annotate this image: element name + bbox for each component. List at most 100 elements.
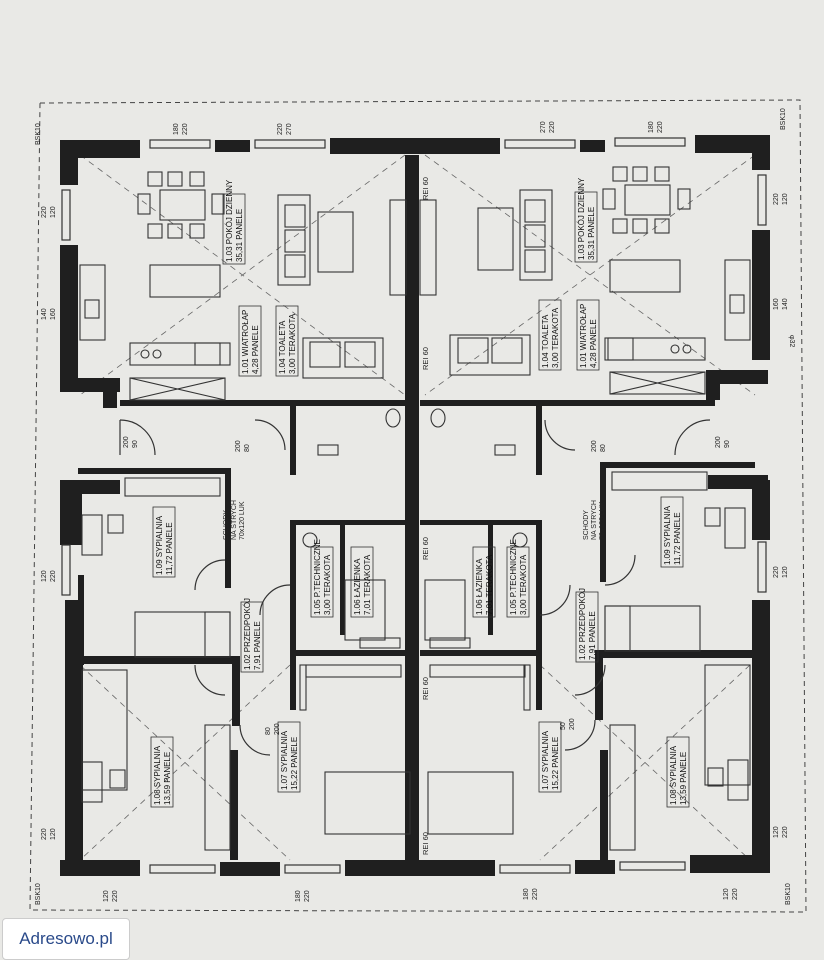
room-label-frame <box>238 305 262 377</box>
room-name: 1.04 TOALETA <box>278 320 287 374</box>
rei-label: REI 60 <box>421 677 430 700</box>
plot-boundary <box>29 99 807 913</box>
room-area: 11,72 PANELE <box>165 522 174 575</box>
living-furniture-left <box>149 194 407 379</box>
room-name: 1.07 SYPIALNIA <box>280 730 289 790</box>
room-label-frame <box>277 721 301 793</box>
room-area: 7,01 TERAKOTA <box>363 554 372 615</box>
room-area: 11,72 PANELE <box>673 512 682 565</box>
room-label-frame <box>240 601 264 673</box>
room-area: 15,22 PANELE <box>551 737 560 790</box>
room-label-frame <box>660 496 684 568</box>
attic-hatch-right: SCHODYNA STRYCH70x120 LUK <box>583 500 606 540</box>
room-name: 1.01 WIATROŁAP <box>579 304 588 368</box>
room-label-frame <box>666 736 690 808</box>
exterior-walls <box>60 135 770 876</box>
room-area: 35,31 PANELE <box>235 209 244 262</box>
room-area: 7,01 TERAKOTA <box>485 554 494 615</box>
rei-label: REI 60 <box>421 177 430 200</box>
bsk-label: BSK10 <box>780 108 787 130</box>
room-name: 1.05 P.TECHNICZNE <box>509 539 518 615</box>
room-name: 1.03 POKÓJ DZIENNY <box>577 177 586 260</box>
room-label-frame <box>152 506 176 578</box>
closets <box>124 471 708 851</box>
room-name: 1.06 ŁAZIENKA <box>475 558 484 615</box>
room-label-frame <box>310 546 334 618</box>
room-area: 35,31 PANELE <box>587 207 596 260</box>
kitchen-right <box>604 259 751 361</box>
room-name: 1.06 ŁAZIENKA <box>353 558 362 615</box>
room-name: 1.04 TOALETA <box>541 314 550 368</box>
room-name: 1.01 WIATROŁAP <box>241 310 250 374</box>
watermark-badge[interactable]: Adresowo.pl <box>2 918 130 960</box>
room-name: 1.09 SYPIALNIA <box>663 505 672 565</box>
room-area: 3,00 TERAKOTA <box>519 554 528 615</box>
roof-diagonals <box>79 154 756 861</box>
room-label-frame <box>472 546 496 618</box>
desks <box>81 507 749 803</box>
room-area: 4,28 PANELE <box>589 319 598 368</box>
beds <box>81 605 751 835</box>
room-name: 1.02 PRZEDPOKÓJ <box>578 588 587 660</box>
room-label-frame <box>150 736 174 808</box>
party-wall <box>405 155 419 860</box>
room-name: 1.05 P.TECHNICZNE <box>313 539 322 615</box>
kitchen-left <box>79 264 231 366</box>
room-area: 15,22 PANELE <box>290 737 299 790</box>
room-label-frame <box>576 299 600 371</box>
living-furniture-right <box>419 189 681 376</box>
wardrobe-right <box>609 371 706 395</box>
rei-label: REI 60 <box>421 347 430 370</box>
room-name: 1.03 POKÓJ DZIENNY <box>225 179 234 262</box>
room-area: 7,91 PANELE <box>253 621 262 670</box>
attic-hatch-left: SCHODYNA STRYCH70x120 LUK <box>223 500 246 540</box>
phi32-label: φ32 <box>788 335 795 347</box>
rei-label: REI 60 <box>421 832 430 855</box>
bathroom-fixtures <box>302 408 528 649</box>
room-area: 3,00 TERAKOTA <box>551 307 560 368</box>
bsk-label: BSK10 <box>785 883 792 905</box>
room-area: 3,00 TERAKOTA <box>323 554 332 615</box>
interior-walls <box>78 400 755 860</box>
room-area: 7,91 PANELE <box>588 611 597 660</box>
room-label-frame <box>575 591 599 663</box>
room-label-frame <box>574 191 598 263</box>
room-name: 1.07 SYPIALNIA <box>541 730 550 790</box>
room-label-frame <box>538 299 562 371</box>
room-area: 13,59 PANELE <box>163 752 172 805</box>
room-name: 1.08 SYPIALNIA <box>153 745 162 805</box>
